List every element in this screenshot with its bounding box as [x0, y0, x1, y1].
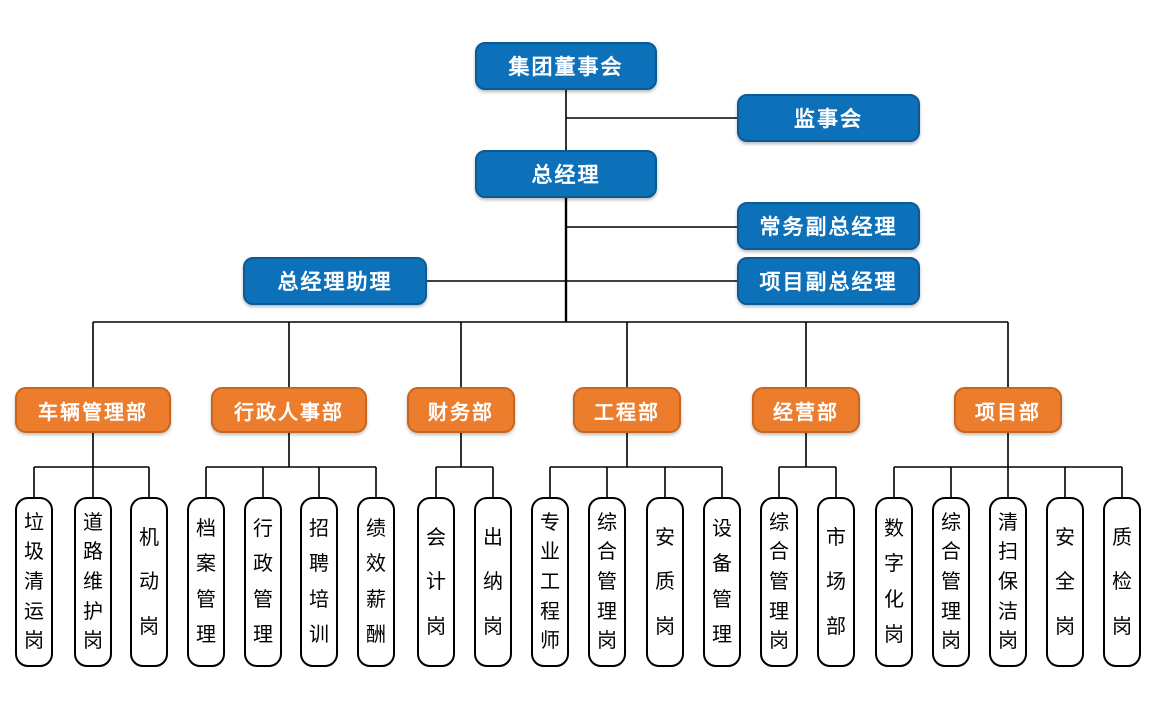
position-digitalization: 数字化岗 [875, 497, 913, 667]
position-mobile: 机动岗 [130, 497, 168, 667]
department-admin-hr: 行政人事部 [211, 387, 367, 433]
position-equipment-management: 设备管理 [703, 497, 741, 667]
position-cashier: 出纳岗 [474, 497, 512, 667]
position-admin-management: 行政管理 [244, 497, 282, 667]
position-garbage-collection: 垃圾清运岗 [15, 497, 53, 667]
department-engineering: 工程部 [573, 387, 681, 433]
position-safety-quality: 安质岗 [646, 497, 684, 667]
position-sweeping-cleaning: 清扫保洁岗 [989, 497, 1027, 667]
position-recruit-training: 招聘培训 [300, 497, 338, 667]
position-accounting: 会计岗 [417, 497, 455, 667]
position-performance-compensation: 绩效薪酬 [357, 497, 395, 667]
department-project: 项目部 [954, 387, 1062, 433]
node-project-deputy-gm: 项目副总经理 [737, 257, 920, 305]
position-road-maintenance: 道路维护岗 [74, 497, 112, 667]
node-board: 集团董事会 [475, 42, 657, 90]
position-market-dept: 市场部 [817, 497, 855, 667]
department-vehicle-management: 车辆管理部 [15, 387, 171, 433]
position-general-management-eng: 综合管理岗 [588, 497, 626, 667]
position-archives-management: 档案管理 [187, 497, 225, 667]
position-general-management-proj: 综合管理岗 [932, 497, 970, 667]
department-operations: 经营部 [752, 387, 860, 433]
node-general-manager: 总经理 [475, 150, 657, 198]
node-executive-deputy-gm: 常务副总经理 [737, 202, 920, 250]
department-finance: 财务部 [407, 387, 515, 433]
position-quality-inspection: 质检岗 [1103, 497, 1141, 667]
position-professional-engineer: 专业工程师 [531, 497, 569, 667]
node-supervisory: 监事会 [737, 94, 920, 142]
position-general-management-ops: 综合管理岗 [760, 497, 798, 667]
position-safety: 安全岗 [1046, 497, 1084, 667]
node-gm-assistant: 总经理助理 [243, 257, 427, 305]
